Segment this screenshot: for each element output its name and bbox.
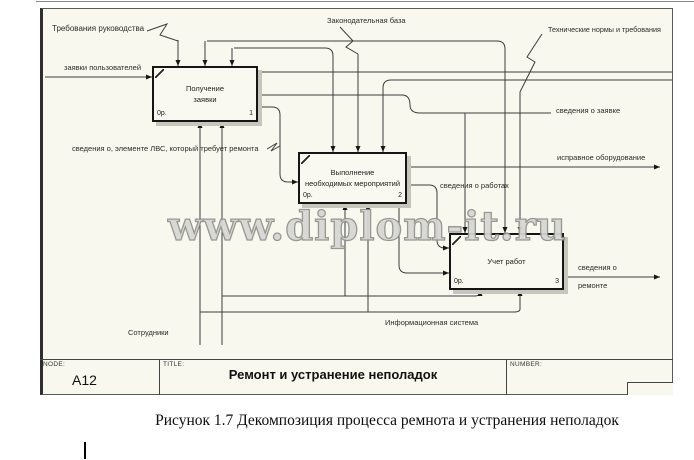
box-cost: 0р. — [157, 109, 167, 117]
box-label: заявки — [193, 95, 217, 104]
title-cell: TITLE: Ремонт и устранение неполадок — [160, 360, 507, 395]
label-technical-norms: Технические нормы и требования — [548, 25, 661, 34]
idef0-box-work-accounting: Учет работ 0р. 3 — [449, 233, 564, 290]
box-label: Получение — [185, 83, 225, 93]
idef0-box-receive-request: Получение заявки 0р. 1 — [152, 66, 258, 122]
label-repair-info-line2: ремонте — [578, 281, 608, 290]
output-line-request-info — [258, 94, 551, 114]
node-cell: NODE: A12 — [40, 360, 160, 395]
leader-technical-norms — [519, 33, 543, 93]
label-legislative-base: Законодательная база — [327, 16, 406, 25]
control-rail — [234, 47, 336, 152]
mechanism-rail — [200, 290, 523, 313]
label-working-equipment: исправное оборудование — [557, 153, 646, 162]
idef0-box-perform-measures: Выполнение необходимых мероприятий 0р. 2 — [298, 152, 407, 204]
diagram-titlebar: NODE: A12 TITLE: Ремонт и устранение неп… — [40, 359, 673, 395]
leader-lan-element — [266, 142, 281, 152]
box-label: Выполнение — [330, 167, 375, 177]
label-employees: Сотрудники — [128, 328, 169, 337]
feedback-to-box3 — [398, 204, 449, 276]
number-label: NUMBER: — [510, 361, 543, 368]
box-label: Учет работ — [487, 256, 526, 266]
text-cursor — [84, 442, 86, 459]
label-lan-element-info: сведения о, элементе ЛВС, который требуе… — [72, 144, 259, 153]
leader-management-requirements — [146, 23, 179, 42]
box-number: 1 — [249, 109, 253, 117]
control-rail — [380, 79, 672, 152]
title-label: TITLE: — [163, 361, 185, 368]
node-label: NODE: — [43, 361, 66, 368]
label-management-requirements: Требования руководства — [52, 24, 145, 33]
node-value: A12 — [72, 372, 97, 388]
number-corner-box — [627, 382, 673, 395]
page-top-rule — [36, 1, 694, 2]
label-information-system: Информационная система — [385, 318, 479, 327]
box-label: необходимых мероприятий — [304, 179, 401, 188]
output-to-box2 — [258, 106, 298, 185]
box-number: 3 — [555, 277, 559, 285]
label-works-info: сведения о работах — [440, 181, 509, 190]
arrow-group — [45, 23, 672, 345]
leader-legislative-base — [339, 26, 359, 55]
box-cost: 0р. — [303, 191, 313, 199]
figure-caption: Рисунок 1.7 Декомпозиция процесса ремнот… — [155, 412, 619, 429]
number-cell: NUMBER: — [507, 360, 673, 395]
watermark-text: www.diplom-it.ru — [167, 202, 567, 250]
output-to-box3 — [407, 184, 449, 251]
label-user-requests: заявки пользователей — [64, 63, 142, 72]
label-request-info: сведения о заявке — [556, 106, 621, 115]
label-repair-info-line1: сведения о — [578, 263, 617, 272]
control-rail — [207, 40, 508, 233]
box-cost: 0р. — [454, 277, 464, 285]
box-number: 2 — [398, 191, 402, 199]
diagram-title: Ремонт и устранение неполадок — [228, 367, 438, 382]
mechanism-rail — [222, 290, 483, 297]
